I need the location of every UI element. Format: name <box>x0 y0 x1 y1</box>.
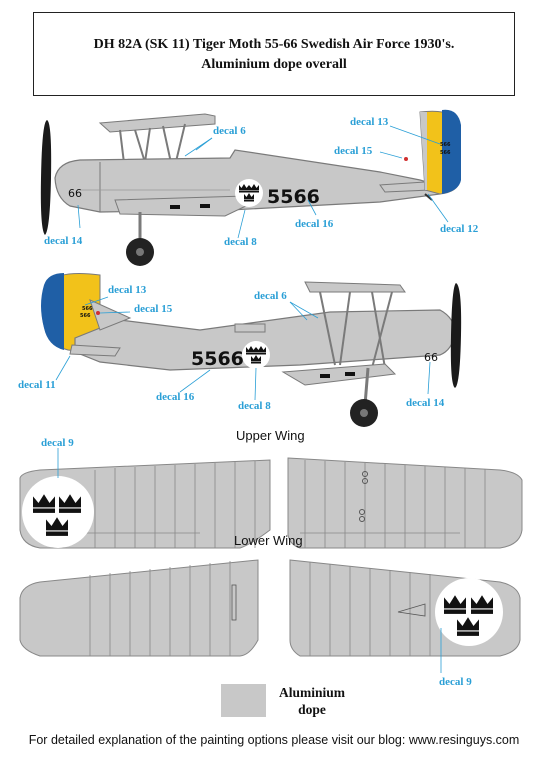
legend-line-2: dope <box>298 702 326 717</box>
serial-left: 5566 <box>267 186 320 208</box>
upper-wing-plan-left <box>19 459 271 549</box>
label-decal13-a: decal 13 <box>350 116 389 128</box>
lower-wing-plan-left <box>19 559 259 657</box>
legend-label: Aluminium dope <box>272 684 352 718</box>
serial-right: 5566 <box>191 348 244 370</box>
label-decal15-b: decal 15 <box>134 303 173 315</box>
upper-wing-plan-right <box>287 457 523 549</box>
upper-wing-heading: Upper Wing <box>236 428 305 443</box>
label-decal6-a: decal 6 <box>213 125 246 137</box>
code-right: 66 <box>424 351 438 364</box>
aluminium-swatch <box>221 684 266 717</box>
lower-wing-2 <box>281 363 397 386</box>
label-decal15-a: decal 15 <box>334 145 373 157</box>
code-left: 66 <box>68 187 82 200</box>
label-decal9-a: decal 9 <box>41 437 74 449</box>
upper-wing-2 <box>304 281 406 293</box>
leaders-view1 <box>77 125 449 239</box>
label-decal14-a: decal 14 <box>44 235 83 247</box>
label-decal12: decal 12 <box>440 223 479 235</box>
lower-wing <box>114 195 251 217</box>
title-line-2: Aluminium dope overall <box>201 57 347 72</box>
side-view-right <box>41 273 462 427</box>
lower-wing-plan-right <box>289 559 521 657</box>
label-decal14-b: decal 14 <box>406 397 445 409</box>
side-view-left <box>40 109 461 266</box>
propeller-2 <box>450 283 462 388</box>
footer-text: For detailed explanation of the painting… <box>28 733 520 747</box>
label-decal8-b: decal 8 <box>238 400 271 412</box>
label-decal6-b: decal 6 <box>254 290 287 302</box>
label-decal11: decal 11 <box>18 379 56 391</box>
fin-text-top-left: 566 <box>440 142 451 148</box>
title-line-1: DH 82A (SK 11) Tiger Moth 55-66 Swedish … <box>93 37 455 52</box>
label-decal16-a: decal 16 <box>295 218 334 230</box>
propeller <box>40 120 52 235</box>
fin-text-bottom-right: 566 <box>80 313 91 319</box>
fin-text-top-right: 566 <box>82 306 93 312</box>
label-decal16-b: decal 16 <box>156 391 195 403</box>
leaders-view2 <box>55 296 431 401</box>
legend-line-1: Aluminium <box>278 685 346 700</box>
lower-wing-heading: Lower Wing <box>234 533 303 548</box>
label-decal9-b: decal 9 <box>439 676 472 688</box>
upper-wing <box>98 113 216 133</box>
fin-text-bottom-left: 566 <box>440 150 451 156</box>
title-box: DH 82A (SK 11) Tiger Moth 55-66 Swedish … <box>33 12 515 96</box>
label-decal13-b: decal 13 <box>108 284 147 296</box>
label-decal8-a: decal 8 <box>224 236 257 248</box>
